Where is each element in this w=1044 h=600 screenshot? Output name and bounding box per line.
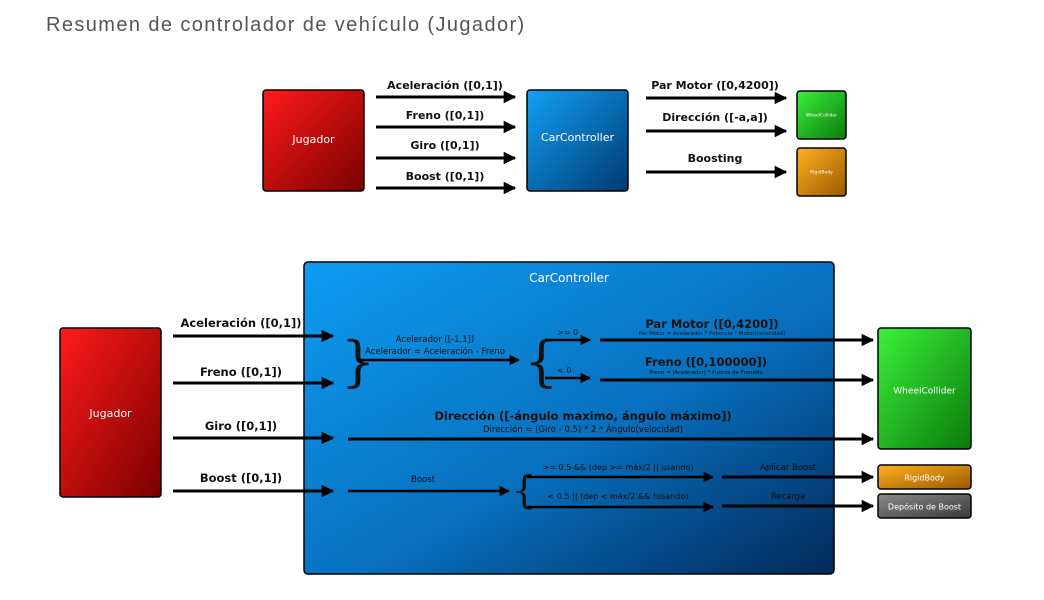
bottom-player-box bbox=[59, 327, 162, 498]
top-label-direccion: Dirección ([-a,a]) bbox=[662, 111, 768, 124]
label-par-formula: Par Motor = Acelerador * Potencia * Moto… bbox=[639, 331, 786, 337]
top-player-label: Jugador bbox=[291, 133, 335, 146]
top-label-boost: Boost ([0,1]) bbox=[406, 170, 485, 183]
cond-boost-off: < 0.5 || (dep < máx/2 && !usando) bbox=[548, 492, 689, 501]
top-label-par-motor: Par Motor ([0,4200]) bbox=[651, 79, 779, 92]
label-freno-formula: Freno = |Acelerador| * Fuerza de Frenado bbox=[649, 370, 763, 376]
label-boost-internal: Boost bbox=[411, 475, 436, 485]
top-controller-box bbox=[526, 89, 629, 192]
top-label-boosting: Boosting bbox=[688, 152, 743, 165]
label-direccion: Dirección ([-ángulo maximo, ángulo máxim… bbox=[434, 409, 731, 423]
top-player-box bbox=[262, 89, 365, 192]
label-giro: Giro ([0,1]) bbox=[205, 419, 277, 433]
bottom-rigid-label: RigidBody bbox=[904, 474, 945, 483]
top-diagram: Jugador CarController WheelCollider Rigi… bbox=[262, 79, 847, 197]
label-aceleracion: Aceleración ([0,1]) bbox=[181, 316, 302, 330]
top-label-giro: Giro ([0,1]) bbox=[410, 139, 479, 152]
label-aplicar-boost: Aplicar Boost bbox=[760, 463, 817, 473]
label-boost: Boost ([0,1]) bbox=[200, 471, 282, 485]
bottom-wheel-label: WheelCollider bbox=[893, 387, 956, 397]
controller-title: CarController bbox=[529, 271, 609, 285]
page-title: Resumen de controlador de vehículo (Juga… bbox=[46, 14, 526, 36]
brace-boost-split: { bbox=[512, 468, 536, 512]
top-wheel-box bbox=[796, 90, 847, 140]
label-freno: Freno ([0,1]) bbox=[200, 365, 282, 379]
label-acelerador: Acelerador ([-1,1]) bbox=[396, 335, 475, 345]
top-wheel-label: WheelCollider bbox=[806, 113, 837, 119]
top-label-freno: Freno ([0,1]) bbox=[406, 109, 485, 122]
top-rigid-label: RigidBody bbox=[810, 170, 833, 176]
cond-boost-on: >= 0.5 && (dep >= máx/2 || usando) bbox=[543, 463, 694, 472]
bottom-wheel-box bbox=[877, 327, 972, 450]
bottom-diagram: CarController Jugador Aceleración ([0,1]… bbox=[59, 261, 972, 575]
deposito-box bbox=[877, 493, 972, 519]
cond-pos: >= 0 bbox=[557, 328, 578, 337]
deposito-label: Depósito de Boost bbox=[888, 502, 961, 512]
top-label-aceleracion: Aceleración ([0,1]) bbox=[387, 79, 503, 92]
label-acelerador-formula: Acelerador = Aceleración - Freno bbox=[365, 346, 505, 357]
label-par-motor: Par Motor ([0,4200]) bbox=[645, 317, 778, 331]
label-freno-out: Freno ([0,100000]) bbox=[645, 355, 767, 369]
label-direccion-formula: Dirección = (Giro - 0.5) * 2 * Ángulo(ve… bbox=[483, 423, 683, 435]
brace-accel: } bbox=[341, 330, 375, 393]
bottom-rigid-box bbox=[877, 464, 972, 490]
top-rigid-box bbox=[796, 147, 847, 197]
top-controller-label: CarController bbox=[541, 131, 615, 144]
label-recarga: Recarga bbox=[771, 492, 806, 502]
bottom-player-label: Jugador bbox=[88, 407, 132, 420]
cond-neg: < 0 bbox=[557, 366, 571, 375]
